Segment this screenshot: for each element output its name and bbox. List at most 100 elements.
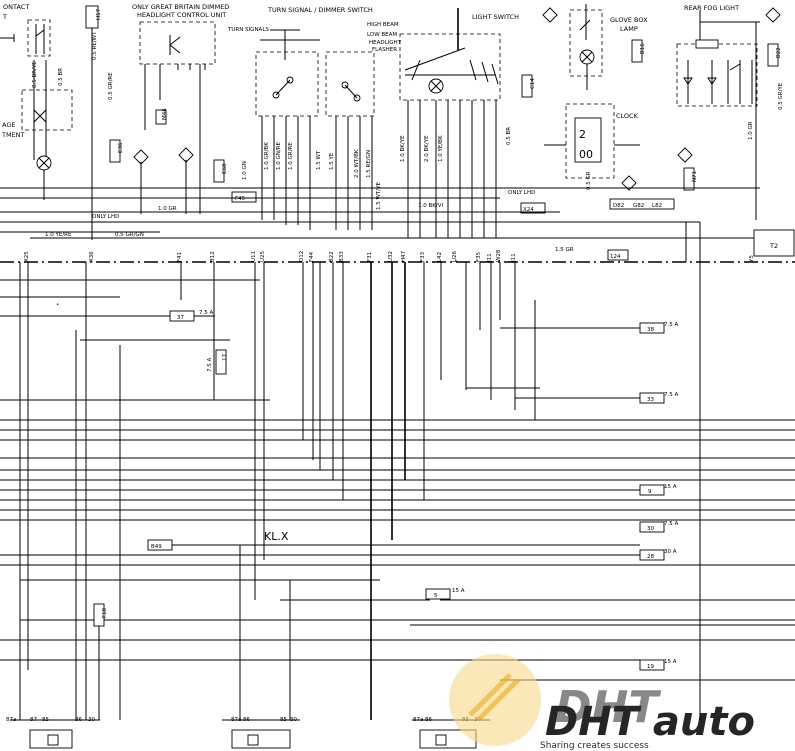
- svg-text:7.5 A: 7.5 A: [664, 521, 678, 527]
- watermark-tagline: Sharing creates success: [540, 741, 649, 751]
- svg-text:15 A: 15 A: [664, 484, 677, 490]
- t2-label: T2: [769, 242, 778, 250]
- h17-label: H17: [96, 8, 102, 20]
- svg-text:85: 85: [42, 717, 49, 723]
- svg-text:87a: 87a: [413, 717, 423, 723]
- fuse-33: 33 7.5 A: [639, 392, 678, 404]
- wire-w3: 1.0 GR: [158, 206, 177, 212]
- ignition-contact-title-t: T: [2, 13, 7, 21]
- t12: U32: [388, 251, 394, 262]
- svg-text:15 A: 15 A: [664, 659, 677, 665]
- t19: W28: [496, 249, 502, 262]
- t17: F35: [476, 251, 482, 262]
- c14-label: C14: [530, 78, 536, 89]
- svg-text:86: 86: [243, 717, 250, 723]
- t6: U25: [260, 250, 266, 262]
- luggage-lamp: AGE TMENT 0.5 BR/YE 0.5 BR: [1, 60, 73, 200]
- connector-line: T2: [0, 229, 795, 263]
- svg-text:7.5 A: 7.5 A: [664, 392, 678, 398]
- relay-2: 87a 86 85 30: [222, 717, 300, 749]
- t9: B22: [329, 251, 335, 262]
- b16-label: B16: [640, 43, 646, 54]
- wire-w6: 0.5 RE/WT: [92, 31, 98, 60]
- svg-text:33: 33: [647, 397, 654, 403]
- f45-label: F45: [235, 196, 246, 202]
- fuse-5: 5 15 A: [425, 588, 465, 600]
- svg-text:30: 30: [647, 526, 654, 532]
- light-switch: LIGHT SWITCH 1.0 BK/YE 2.0 BK/YE 1.0 YE/…: [376, 8, 546, 238]
- only-lhd-2: ONLY LHD: [508, 190, 535, 196]
- t21: Y5: [749, 255, 755, 263]
- svg-text:87: 87: [30, 717, 37, 723]
- t13: H47: [401, 250, 407, 262]
- gb-unit-title-1: ONLY GREAT BRITAIN DIMMED: [132, 3, 229, 11]
- horizontal-feeds: [0, 279, 795, 681]
- t1: X25: [24, 251, 30, 262]
- t4: B12: [210, 251, 216, 262]
- svg-text:17: 17: [222, 354, 228, 361]
- high-beam-label: HIGH BEAM: [367, 22, 399, 28]
- b22-label: B22: [776, 47, 782, 58]
- gb-unit-title-2: HEADLIGHT CONTROL UNIT: [137, 11, 226, 19]
- gb-headlight-unit: ONLY GREAT BRITAIN DIMMED HEADLIGHT CONT…: [108, 3, 229, 214]
- wire-w8: 0.5 BR: [58, 68, 64, 86]
- flasher-label-2: FLASHER: [372, 47, 397, 53]
- svg-text:9: 9: [648, 489, 652, 495]
- wire-w12: 1.0 GR: [748, 121, 754, 140]
- svg-text:86: 86: [425, 717, 432, 723]
- svg-text:37: 37: [177, 315, 184, 321]
- svg-text:15 A: 15 A: [452, 588, 465, 594]
- n71-label: N71: [692, 171, 698, 182]
- fuse-37: 37 7.5 A: [169, 310, 213, 322]
- fuse-9: 9 15 A: [639, 484, 677, 496]
- wire-w1: 1.0 YE/RE: [45, 232, 72, 238]
- e68-label: E68: [222, 163, 228, 174]
- t11: F31: [367, 252, 373, 262]
- b49-label: B49: [151, 544, 162, 550]
- glovebox-title-2: LAMP: [620, 25, 638, 33]
- rear-fog-light: REAR FOG LIGHT B22 1.0 GR 0.5 GR/YE N71: [676, 4, 784, 220]
- t8: F44: [309, 251, 315, 262]
- wire-w4: 1.5 GR: [555, 247, 574, 253]
- fuse-30: 30 7.5 A: [639, 521, 678, 533]
- svg-text:86: 86: [75, 717, 82, 723]
- svg-text:28: 28: [647, 554, 654, 560]
- fuse-28: 28 30 A: [639, 549, 677, 561]
- wire-w14: 0.5 GR/YE: [778, 82, 784, 110]
- ignition-contact-title: ONTACT: [3, 3, 29, 11]
- dot-mark: •: [56, 302, 59, 308]
- t14: F33: [420, 251, 426, 262]
- wire-w25: 1.5 WT/YE: [376, 181, 382, 210]
- svg-text:5: 5: [434, 593, 438, 599]
- wire-w23: 2.0 BK/YE: [424, 135, 430, 162]
- flasher-label-1: HEADLIGHT: [369, 40, 402, 46]
- wire-w19: 1.5 YE: [329, 152, 335, 170]
- wire-w24: 1.0 YE/BK: [438, 135, 444, 162]
- clock-digits-2: 00: [579, 148, 593, 161]
- wire-w7: 0.5 BR/YE: [32, 61, 38, 88]
- svg-text:87a: 87a: [6, 717, 16, 723]
- t10: B33: [339, 251, 345, 262]
- svg-text:30 A: 30 A: [664, 549, 677, 555]
- d82-label: D82: [613, 203, 624, 209]
- svg-text:30: 30: [290, 717, 297, 723]
- fuse-38: 38 7.5 A: [639, 322, 678, 334]
- kl-x-feed: KL.X B49 F18: [93, 530, 291, 720]
- wire-w22: 1.0 BK/YE: [400, 135, 406, 162]
- turn-signals-label: TURN SIGNALS: [227, 27, 269, 33]
- fuse-19: 19 15 A: [639, 659, 677, 671]
- light-switch-title: LIGHT SWITCH: [472, 13, 519, 21]
- t3: F41: [177, 252, 183, 262]
- kl-x-label: KL.X: [264, 530, 289, 543]
- fuse-17: 17 7.5 A: [207, 349, 228, 375]
- w124-label: 124: [610, 254, 621, 260]
- t16: U26: [452, 250, 458, 262]
- relay-1: 87a 87 85 86 30: [6, 717, 100, 749]
- ignition-contact: ONTACT T H17 0.5 RE/WT: [0, 3, 102, 240]
- svg-text:7.5 A: 7.5 A: [199, 310, 213, 316]
- wire-w9: 0.5 GR/RE: [108, 72, 114, 100]
- turn-switch-title: TURN SIGNAL / DIMMER SWITCH: [267, 6, 373, 14]
- clock: CLOCK 2 00 D82 G82 L82 0.5 GR: [544, 103, 675, 210]
- turn-signal-switch: TURN SIGNAL / DIMMER SWITCH TURN SIGNALS…: [213, 6, 402, 230]
